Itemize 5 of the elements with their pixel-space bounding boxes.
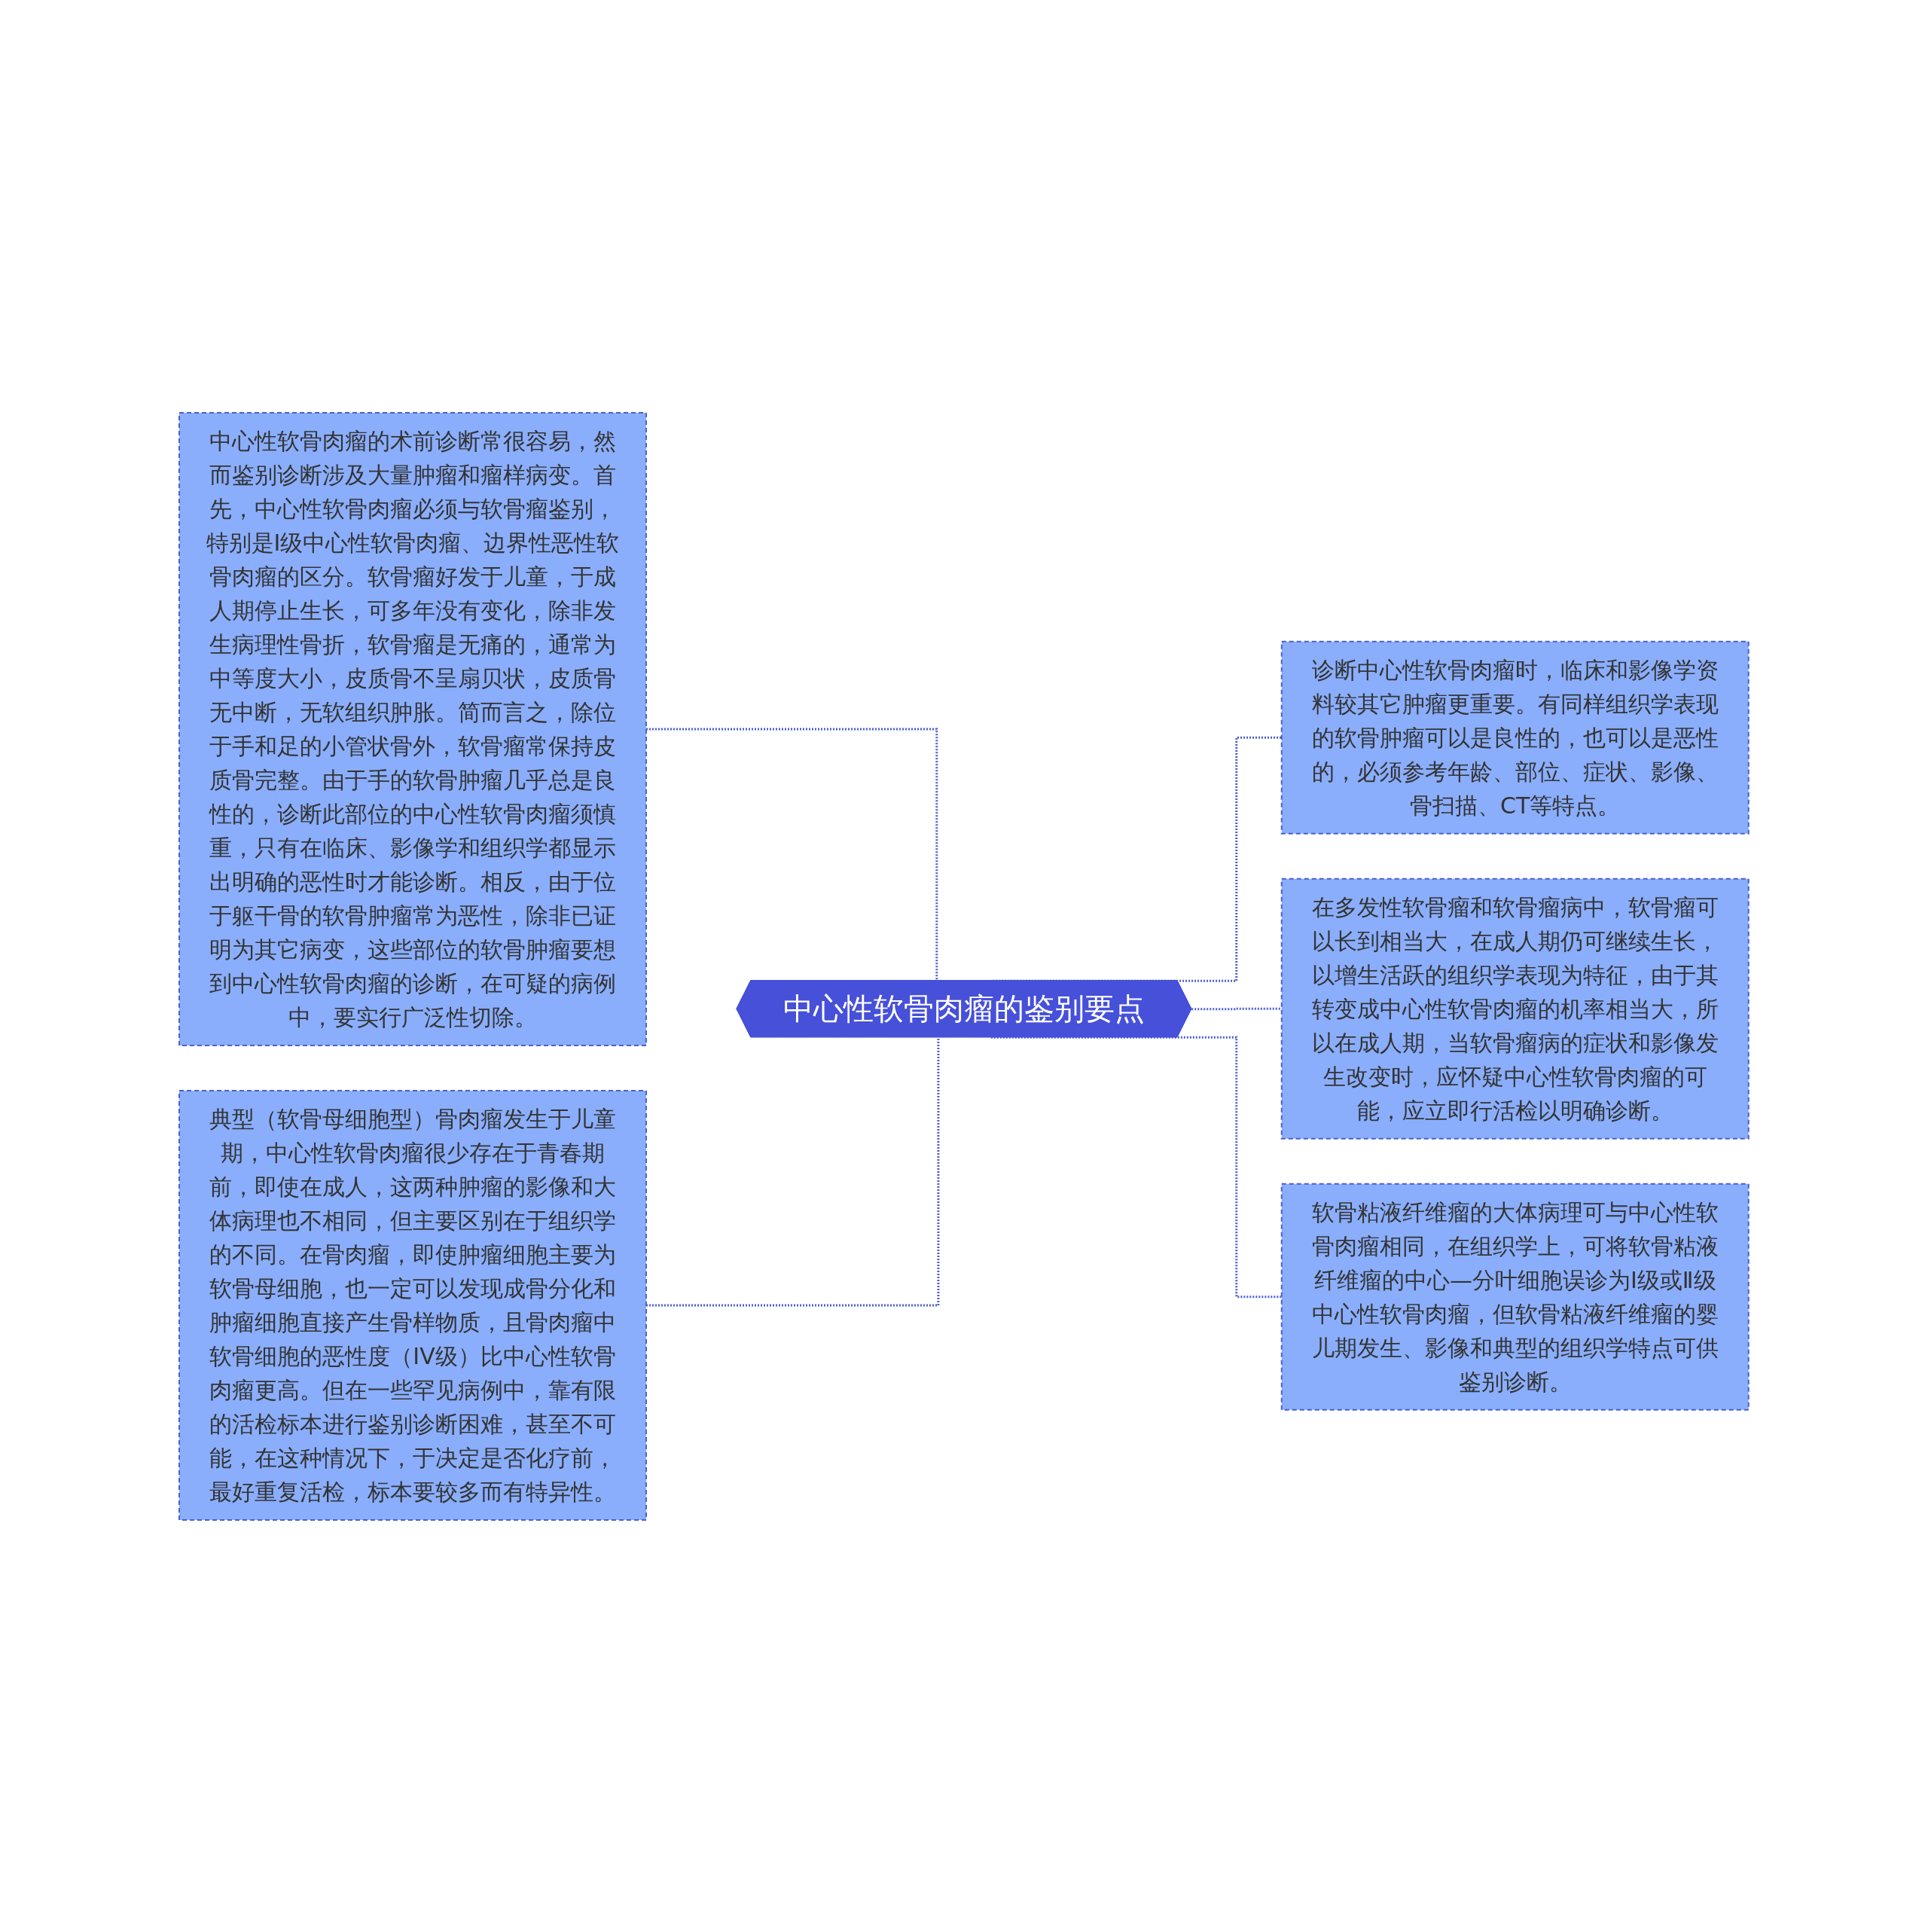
node-box: 典型（软骨母细胞型）骨肉瘤发生于儿童期，中心性软骨肉瘤很少存在于青春期前，即使在成人，这两种肿瘤的影像和大体病理也不相同，但主要区别在于组织学的不同。在骨肉瘤，即使肿瘤细胞主要为软骨母细胞，也一定可以发现成骨分化和肿瘤细胞直接产生骨样物质，且骨肉瘤中软骨细胞的恶性度（IV级）比中心性软骨肉瘤更高。但在一些罕见病例中，靠有限的活检标本进行鉴别诊断困难，甚至不可能，在这种情况下，于决定是否化疗前，最好重复活检，标本要较多而有特异性。 — [178, 1089, 648, 1521]
node-box: 在多发性软骨瘤和软骨瘤病中，软骨瘤可以长到相当大，在成人期仍可继续生长，以增生活跃的组织学表现为特征，由于其转变成中心性软骨肉瘤的机率相当大，所以在成人期，当软骨瘤病的症状和影像发生改变时，应怀疑中心性软骨肉瘤的可能，应立即行活检以明确诊断。 — [1280, 877, 1750, 1140]
node-box: 软骨粘液纤维瘤的大体病理可与中心性软骨肉瘤相同，在组织学上，可将软骨粘液纤维瘤的中心—分叶细胞误诊为Ⅰ级或Ⅱ级中心性软骨肉瘤，但软骨粘液纤维瘤的婴儿期发生、影像和典型的组织学特点可供鉴别诊断。 — [1280, 1183, 1750, 1411]
node-box: 中心性软骨肉瘤的术前诊断常很容易，然而鉴别诊断涉及大量肿瘤和瘤样病变。首先，中心性软骨肉瘤必须与软骨瘤鉴别，特别是Ⅰ级中心性软骨肉瘤、边界性恶性软骨肉瘤的区分。软骨瘤好发于儿童，于成人期停止生长，可多年没有变化，除非发生病理性骨折，软骨瘤是无痛的，通常为中等度大小，皮质骨不呈扇贝状，皮质骨无中断，无软组织肿胀。简而言之，除位于手和足的小管状骨外，软骨瘤常保持皮质骨完整。由于手的软骨肿瘤几乎总是良性的，诊断此部位的中心性软骨肉瘤须慎重，只有在临床、影像学和组织学都显示出明确的恶性时才能诊断。相反，由于位于躯干骨的软骨肿瘤常为恶性，除非已证明为其它病变，这些部位的软骨肿瘤要想到中心性软骨肉瘤的诊断，在可疑的病例中，要实行广泛性切除。 — [178, 411, 648, 1046]
node-box: 诊断中心性软骨肉瘤时，临床和影像学资料较其它肿瘤更重要。有同样组织学表现的软骨肿瘤可以是良性的，也可以是恶性的，必须参考年龄、部位、症状、影像、骨扫描、CT等特点。 — [1280, 640, 1750, 835]
